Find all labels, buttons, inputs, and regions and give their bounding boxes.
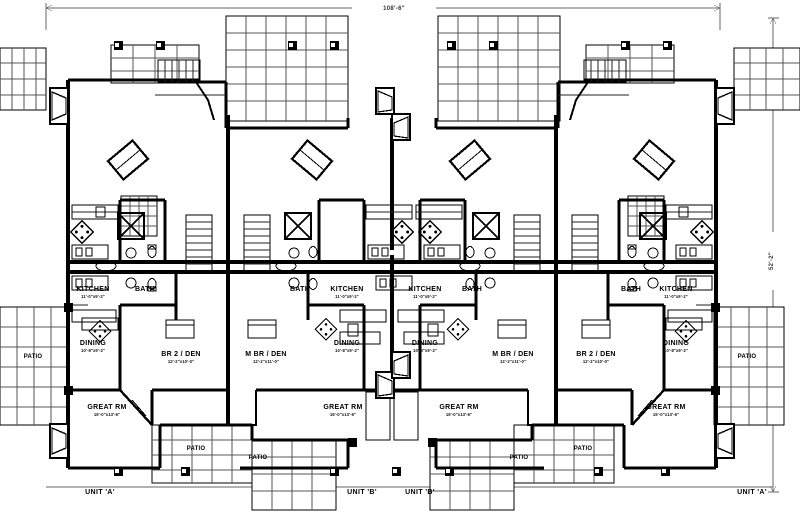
room-label-dining-b-right: DINING [412,340,439,347]
bedroom-furniture [165,319,611,339]
patio-slab-bottom-center-right [429,439,515,511]
interior-partitions [68,198,716,425]
unit-label-b-left: UNIT 'B' [347,489,377,496]
windows-doors [49,41,735,476]
room-label-patio-b-right: PATIO [510,455,529,461]
room-dim-kitchen-a-left: 11'-0"x9'-2" [81,294,105,299]
bath-fixtures [125,244,659,292]
entry-door-bottom-right [391,351,411,379]
window-right-upper [715,87,735,125]
patio-slab-right-upper [733,47,800,111]
corner-features [119,389,665,427]
room-label-br2-a-left: BR 2 / DEN [161,351,201,358]
entry-stair-left [157,59,201,83]
room-label-patio-a-right: PATIO [738,354,757,360]
lower-kitchen-island-left-b [314,275,413,341]
window-right-lower [715,423,735,459]
room-labels: KITCHEN 11'-0"x9'-2" BATH DINING 10'-8"x… [24,286,757,461]
room-label-dining-b-left: DINING [334,340,361,347]
porch-posts [64,41,720,476]
lower-kitchen-island-right-a [667,275,713,343]
room-dim-greatrm-a-left: 15'-0"x13'-6" [94,412,120,417]
room-label-greatrm-a-right: GREAT RM [646,404,685,411]
lower-kitchen-island-right-b [397,309,470,341]
room-label-patio-a-left: PATIO [24,354,43,360]
room-label-dining-a-right: DINING [663,340,690,347]
stair-left-b [243,214,271,274]
room-label-bath-a-right: BATH [621,286,641,293]
overall-width-dimension: 108'-6" [383,6,405,12]
room-dim-dining-b-left: 10'-8"x9'-2" [335,348,359,353]
room-label-kitchen-b-right: KITCHEN [408,286,441,293]
kitchen-fixtures-left-b [365,204,415,260]
closets [117,212,667,240]
room-label-patio2-a-left: PATIO [187,446,206,452]
entry-door-top-left [375,87,395,115]
unit-label-a-right: UNIT 'A' [737,489,767,496]
room-label-patio2-a-right: PATIO [574,446,593,452]
room-label-mbr-b-right: M BR / DEN [492,351,534,358]
patio-slab-left-upper [0,47,47,111]
room-dim-br2-a-right: 12'-2"x10'-0" [583,359,609,364]
dining-furniture [95,260,665,272]
lower-kitchen-island-left-a [71,275,117,343]
overall-depth-dimension: 52'-2" [769,252,775,270]
room-label-br2-a-right: BR 2 / DEN [576,351,616,358]
interior-stairs [185,214,599,441]
window-left-lower [49,423,69,459]
room-dim-greatrm-a-right: 15'-0"x13'-6" [653,412,679,417]
room-dim-greatrm-b-right: 15'-0"x13'-6" [446,412,472,417]
stair-left-a [185,214,213,274]
angled-closets [106,138,676,182]
entry-walk-right [585,44,675,84]
room-label-mbr-b-left: M BR / DEN [245,351,287,358]
room-dim-greatrm-b-left: 15'-0"x13'-6" [330,412,356,417]
room-label-greatrm-b-left: GREAT RM [323,404,362,411]
stair-hatch-right [627,195,665,237]
room-dim-br2-a-left: 12'-2"x10'-0" [168,359,194,364]
entry-stair-right [583,59,627,83]
room-label-bath-b-left: BATH [290,286,310,293]
room-label-bath-b-right: BATH [462,286,482,293]
room-label-greatrm-b-right: GREAT RM [439,404,478,411]
entry-walk-left [110,44,200,84]
room-dim-mbr-b-left: 12'-2"x11'-0" [253,359,279,364]
room-label-greatrm-a-left: GREAT RM [87,404,126,411]
unit-label-b-right: UNIT 'B' [405,489,435,496]
entry-walk-center-right [437,15,561,122]
kitchen-fixtures-right-b [415,204,463,260]
room-dim-dining-a-left: 10'-8"x9'-2" [81,348,105,353]
window-left-upper [49,87,69,125]
great-room-furniture [81,317,703,345]
room-label-bath-a-left: BATH [135,286,155,293]
fixtures [69,138,715,427]
room-label-kitchen-a-right: KITCHEN [659,286,692,293]
entry-door-top-right [391,113,411,141]
entry-walk-center-left [225,15,349,122]
unit-labels: UNIT 'A' UNIT 'B' UNIT 'B' UNIT 'A' [85,489,767,496]
room-dim-kitchen-b-left: 11'-0"x9'-2" [335,294,359,299]
room-dim-dining-b-right: 10'-8"x9'-2" [413,348,437,353]
dimension-lines [45,3,779,493]
patio-slab-bottom-left [151,424,253,484]
room-label-dining-a-left: DINING [80,340,107,347]
kitchen-fixtures-left-a [69,204,119,260]
patio-slab-right-lower [713,306,785,426]
entry-door-bottom-left [375,371,395,399]
room-label-kitchen-a-left: KITCHEN [76,286,109,293]
room-label-kitchen-b-left: KITCHEN [330,286,363,293]
patio-slab-bottom-center-left [251,439,337,511]
room-dim-dining-a-right: 10'-8"x9'-2" [664,348,688,353]
room-dim-mbr-b-right: 12'-2"x11'-0" [500,359,526,364]
room-dim-kitchen-a-right: 11'-0"x9'-2" [664,294,688,299]
unit-label-a-left: UNIT 'A' [85,489,115,496]
room-dim-kitchen-b-right: 11'-0"x9'-2" [413,294,437,299]
stair-right-a [571,214,599,274]
stair-right-b [513,214,541,274]
patio-slab-left-lower [0,306,69,426]
room-label-patio-b-left: PATIO [249,455,268,461]
